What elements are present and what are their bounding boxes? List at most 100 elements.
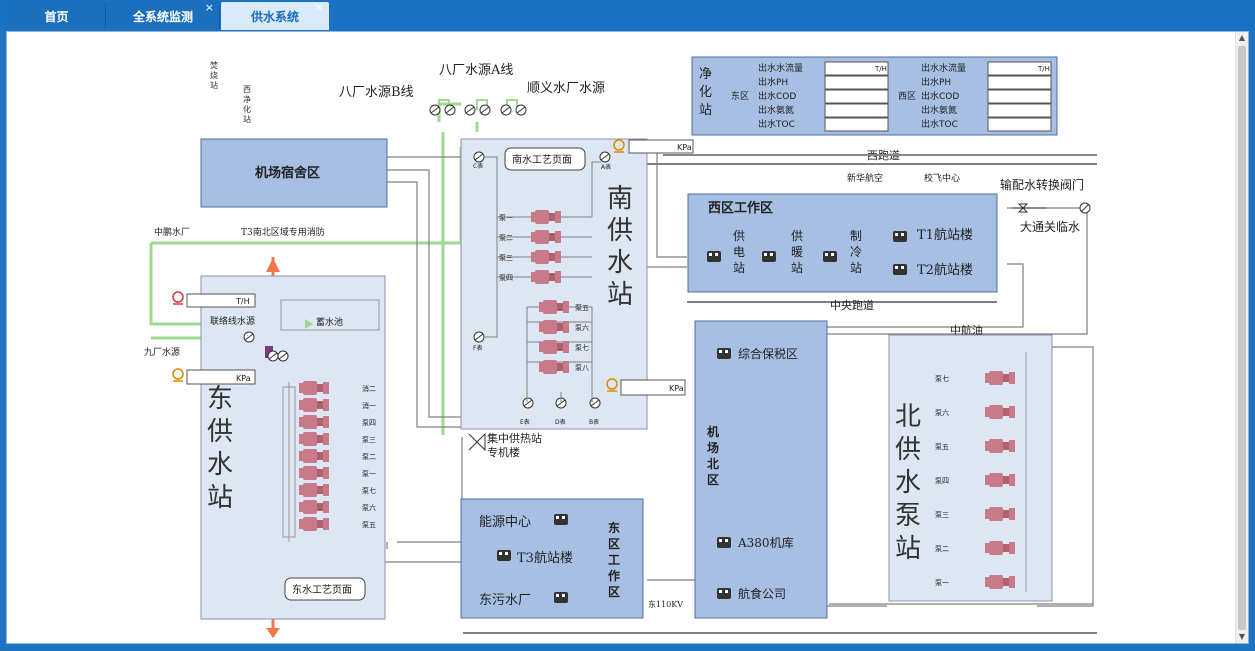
pump-icon[interactable]: [299, 432, 329, 446]
north-airport-area: 综合保税区 机场北区 A380机库 航食公司: [694, 320, 828, 619]
pump-icon[interactable]: [299, 381, 329, 395]
tab-home[interactable]: 首页: [8, 2, 106, 30]
pump-icon[interactable]: [531, 270, 561, 284]
valve-icon[interactable]: [277, 350, 289, 362]
pump-icon[interactable]: [299, 449, 329, 463]
purification-value: T/H: [1037, 65, 1050, 73]
pump-icon[interactable]: [299, 466, 329, 480]
pump-icon[interactable]: [985, 507, 1015, 521]
valve-icon[interactable]: [515, 104, 527, 116]
pump-icon[interactable]: [985, 405, 1015, 419]
valve-icon[interactable]: [500, 104, 512, 116]
pump-icon[interactable]: [299, 398, 329, 412]
building-icon: [823, 251, 837, 262]
east-flow-unit: T/H: [235, 297, 250, 306]
arrow-down-icon: [266, 628, 280, 638]
pump-label: 泵四: [935, 477, 949, 485]
tab-water-supply[interactable]: 供水系统 ×: [221, 2, 329, 30]
purification-title: 净化站: [699, 67, 712, 118]
purification-row-label: 出水TOC: [921, 118, 958, 130]
purification-value-field[interactable]: [987, 89, 1052, 104]
valve-icon[interactable]: [243, 331, 255, 343]
scroll-thumb[interactable]: [1238, 46, 1246, 630]
pump-icon[interactable]: [299, 483, 329, 497]
west-work-zone: 西区工作区 供电站 供暖站 制冷站 T1航站楼 T2航站楼: [687, 193, 998, 293]
east-pressure-unit: KPa: [236, 374, 251, 383]
east-pressure-field[interactable]: [186, 369, 256, 385]
purification-value-field[interactable]: [987, 75, 1052, 90]
pump-icon[interactable]: [539, 340, 569, 354]
tab-system-monitor[interactable]: 全系统监测 ×: [107, 2, 220, 30]
valve-icon[interactable]: [429, 104, 441, 116]
bonded-zone-label: 综合保税区: [738, 346, 798, 361]
building-icon: [762, 251, 776, 262]
purification-value-field[interactable]: [824, 61, 889, 76]
south-process-button-label: 南水工艺页面: [512, 153, 572, 166]
a380-hangar-label: A380机库: [737, 535, 794, 550]
west-zone-label: 西区: [898, 91, 916, 102]
pump-icon[interactable]: [985, 575, 1015, 589]
scroll-up-icon[interactable]: ▲: [1238, 33, 1246, 42]
pump-icon[interactable]: [531, 230, 561, 244]
meter-b-label: B表: [589, 418, 599, 426]
pump-icon[interactable]: [531, 210, 561, 224]
pump-label: 泵二: [362, 453, 376, 461]
valve-icon[interactable]: [464, 104, 476, 116]
east-station-title: 东供水站: [207, 384, 233, 513]
t1-terminal-label: T1航站楼: [917, 227, 973, 243]
pump-icon[interactable]: [299, 517, 329, 531]
south-pressure-bottom[interactable]: [620, 379, 686, 396]
purification-value-field[interactable]: [824, 103, 889, 118]
valve-icon[interactable]: [267, 350, 279, 362]
east-process-button[interactable]: [284, 577, 366, 601]
pump-icon[interactable]: [985, 371, 1015, 385]
switch-valve-icon[interactable]: [1012, 202, 1091, 214]
meter-a-label: A表: [601, 163, 611, 171]
meter-c-icon[interactable]: [473, 151, 485, 163]
purification-value-field[interactable]: [824, 89, 889, 104]
south-pressure-top[interactable]: [628, 139, 694, 154]
pump-icon[interactable]: [299, 500, 329, 514]
pump-icon[interactable]: [299, 415, 329, 429]
meter-f-icon[interactable]: [473, 331, 485, 343]
close-icon[interactable]: ×: [314, 1, 324, 14]
arrow-up-icon: [266, 258, 280, 272]
heating-station-label: 供暖站: [791, 229, 803, 275]
building-icon: [893, 264, 907, 275]
vertical-scrollbar[interactable]: ▲ ▼: [1235, 32, 1248, 643]
heating-station-label: 集中供热站专机楼: [487, 431, 542, 459]
pump-icon[interactable]: [531, 250, 561, 264]
purification-value-field[interactable]: [824, 75, 889, 90]
purification-value-field[interactable]: [824, 117, 889, 132]
purification-value-field[interactable]: [987, 103, 1052, 118]
pump-label: 泵五: [362, 521, 376, 529]
pump-icon[interactable]: [539, 320, 569, 334]
pump-icon[interactable]: [985, 473, 1015, 487]
power-station-label: 供电站: [733, 229, 745, 275]
pump-icon[interactable]: [985, 541, 1015, 555]
close-icon[interactable]: ×: [204, 1, 214, 14]
valve-icon[interactable]: [468, 432, 486, 452]
meter-e-icon[interactable]: [522, 397, 534, 409]
valve-icon[interactable]: [444, 104, 456, 116]
pump-icon[interactable]: [539, 360, 569, 374]
scroll-down-icon[interactable]: ▼: [1238, 632, 1246, 641]
pump-icon[interactable]: [539, 300, 569, 314]
t3-terminal-label: T3航站楼: [517, 550, 573, 566]
north-station-title: 北供水泵站: [895, 402, 921, 564]
purification-value-field[interactable]: [987, 117, 1052, 132]
south-process-button[interactable]: [504, 147, 586, 171]
valve-icon[interactable]: [479, 104, 491, 116]
pump-label: 泵一: [935, 579, 949, 587]
pump-label: 泵六: [935, 408, 949, 417]
dormitory-block[interactable]: [200, 138, 388, 208]
pump-icon[interactable]: [985, 439, 1015, 453]
east-flow-field[interactable]: [186, 293, 256, 308]
pump-label: 泵七: [575, 343, 589, 352]
west-work-title: 西区工作区: [708, 200, 773, 216]
pump-label: 泵一: [362, 470, 376, 478]
north-area-title: 机场北区: [707, 424, 719, 487]
purification-value-field[interactable]: [987, 61, 1052, 76]
meter-a-icon[interactable]: [599, 151, 611, 163]
